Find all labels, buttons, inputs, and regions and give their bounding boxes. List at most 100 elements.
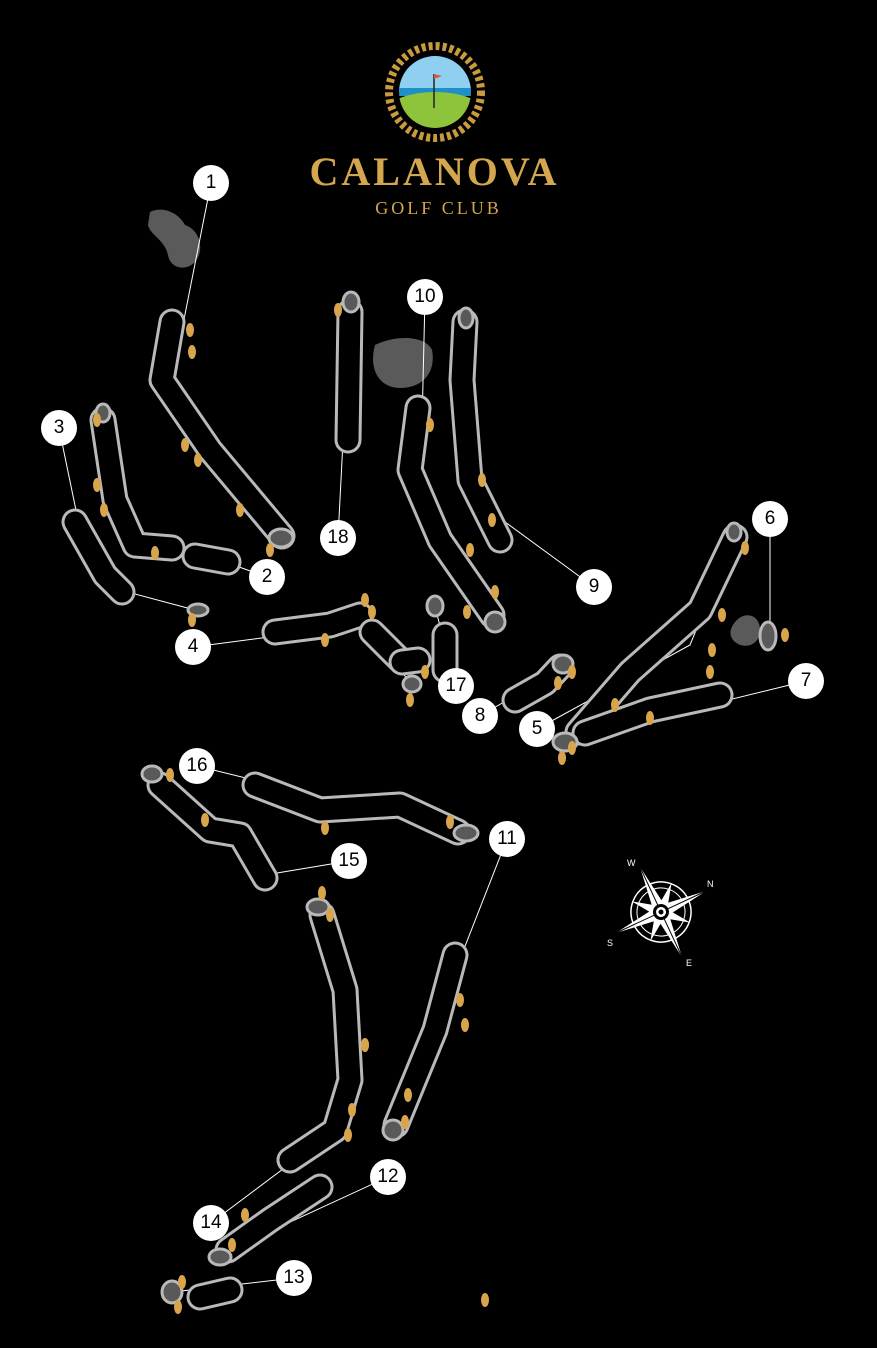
bunker [478,473,486,487]
bunker [236,503,244,517]
bunker [718,608,726,622]
bunker [321,633,329,647]
hole-marker-6[interactable]: 6 [752,501,788,537]
club-logo [385,42,485,142]
fairway [385,944,466,1136]
fairway [279,904,361,1171]
fairway [264,604,371,643]
fairway [92,409,183,559]
hole-marker-1[interactable]: 1 [193,165,229,201]
fairway [399,397,503,626]
compass-south: S [607,938,613,948]
bunker [481,1293,489,1307]
bunkers [93,303,789,1314]
compass-east: E [686,958,692,968]
bunker [706,665,714,679]
bunker [361,1038,369,1052]
bunker [646,711,654,725]
bunker [151,546,159,560]
bunker [344,1128,352,1142]
compass-rose [615,866,707,958]
fairway [337,301,361,451]
bunker [266,543,274,557]
hole-marker-9[interactable]: 9 [576,569,612,605]
bunker [426,418,434,432]
bunker [461,1018,469,1032]
bunker [194,453,202,467]
bunker [326,908,334,922]
bunker [318,886,326,900]
bunker [558,751,566,765]
hole-marker-14[interactable]: 14 [193,1205,229,1241]
water-hazard [372,338,433,388]
bunker [178,1275,186,1289]
fairway [574,684,731,744]
fairway [567,526,746,743]
hole-marker-7[interactable]: 7 [788,663,824,699]
bunker [241,1208,249,1222]
bunker [781,628,789,642]
fairway [391,649,429,673]
bunker [488,513,496,527]
fairways [61,298,749,1311]
hole-marker-3[interactable]: 3 [41,410,77,446]
hole-marker-8[interactable]: 8 [462,698,498,734]
bunker [446,815,454,829]
bunker [741,541,749,555]
fairway [64,511,133,603]
bunker [93,413,101,427]
fairway [217,1176,331,1261]
fairway [184,545,239,573]
bunker [421,665,429,679]
bunker [611,698,619,712]
hole-marker-11[interactable]: 11 [489,821,525,857]
hole-marker-17[interactable]: 17 [438,668,474,704]
bunker [201,813,209,827]
bunker [491,585,499,599]
water-hazard [148,209,201,268]
bunker [568,665,576,679]
hole-marker-12[interactable]: 12 [370,1159,406,1195]
water-hazard [730,615,760,646]
fairway [189,1279,241,1308]
bunker [463,605,471,619]
hole-marker-15[interactable]: 15 [331,843,367,879]
bunker [404,1088,412,1102]
club-subtitle: GOLF CLUB [375,198,502,218]
bunker [466,543,474,557]
bunker [186,323,194,337]
hole-marker-4[interactable]: 4 [175,629,211,665]
hole-marker-16[interactable]: 16 [179,748,215,784]
bunker [401,1115,409,1129]
bunker [708,643,716,657]
fairway [151,311,293,547]
bunker [406,693,414,707]
bunker [228,1238,236,1252]
club-name: CALANOVA [309,149,560,194]
hole-marker-5[interactable]: 5 [519,711,555,747]
bunker [188,345,196,359]
fairway [149,774,276,889]
bunker [368,605,376,619]
hole-marker-10[interactable]: 10 [407,279,443,315]
fairway [451,311,511,551]
bunker [321,821,329,835]
compass-west: W [627,858,636,868]
bunker [174,1300,182,1314]
bunker [181,438,189,452]
bunker [361,593,369,607]
bunker [456,993,464,1007]
bunker [166,768,174,782]
bunker [348,1103,356,1117]
greens [94,290,778,1305]
hole-marker-18[interactable]: 18 [320,520,356,556]
fairway [244,774,469,843]
bunker [93,478,101,492]
hole-marker-2[interactable]: 2 [249,559,285,595]
bunker [568,741,576,755]
bunker [100,503,108,517]
compass-north: N [707,879,714,889]
hole-marker-13[interactable]: 13 [276,1260,312,1296]
bunker [188,613,196,627]
